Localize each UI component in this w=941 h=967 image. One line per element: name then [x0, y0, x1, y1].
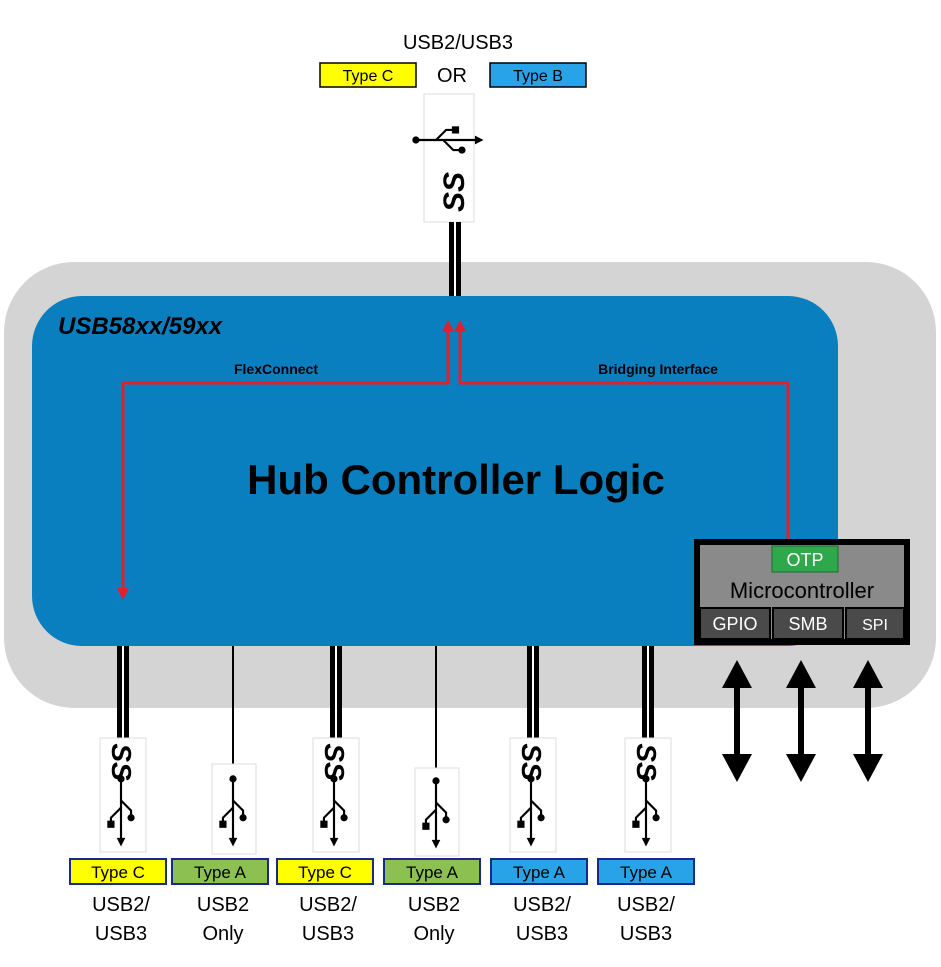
- port-type-badge: [490, 858, 588, 885]
- svg-text:SS: SS: [438, 172, 471, 212]
- downstream-port-5: SS Type A USB2/ USB3: [490, 646, 588, 945]
- downstream-port-1: SS Type C USB2/ USB3: [69, 646, 167, 945]
- port-speed-line1: USB2/: [92, 894, 150, 916]
- upstream-type-c-label: Type C: [343, 68, 394, 85]
- port-speed-line1: USB2: [197, 894, 249, 916]
- spi-arrow: [853, 660, 883, 782]
- hub-controller-logic-label: Hub Controller Logic: [247, 456, 665, 503]
- flexconnect-label: FlexConnect: [234, 361, 318, 377]
- bridging-path: [454, 320, 790, 540]
- port-speed-line1: USB2: [408, 894, 460, 916]
- port-speed-line2: USB3: [516, 923, 568, 945]
- port-speed-line1: USB2/: [513, 894, 571, 916]
- port-type-label: Type A: [406, 863, 459, 882]
- port-speed-line2: Only: [202, 923, 243, 945]
- upstream-or-label: OR: [437, 65, 467, 87]
- superspeed-icon: SS: [106, 743, 137, 781]
- otp-label: OTP: [786, 550, 823, 570]
- flexconnect-path: [117, 320, 454, 600]
- port-type-badge: [171, 858, 269, 885]
- superspeed-icon: SS: [319, 743, 350, 781]
- port-speed-line1: USB2/: [617, 894, 675, 916]
- smb-label: SMB: [788, 614, 827, 634]
- port-type-badge: [383, 858, 481, 885]
- port-speed-line2: USB3: [95, 923, 147, 945]
- smb-arrow: [786, 660, 816, 782]
- downstream-port-3: SS Type C USB2/ USB3: [276, 646, 374, 945]
- microcontroller-block: OTP Microcontroller GPIO SMB SPI: [694, 539, 910, 645]
- port-type-label: Type A: [513, 863, 566, 882]
- upstream-type-c-badge: [319, 62, 417, 88]
- upstream-type-b-badge: [489, 62, 587, 88]
- port-speed-line2: USB3: [302, 923, 354, 945]
- port-speed-line2: Only: [413, 923, 454, 945]
- gpio-port: [699, 607, 771, 640]
- bridging-interface-label: Bridging Interface: [598, 361, 718, 377]
- port-type-badge: [276, 858, 374, 885]
- superspeed-icon: SS: [516, 743, 547, 781]
- gpio-label: GPIO: [712, 614, 757, 634]
- port-type-label: Type A: [194, 863, 247, 882]
- spi-label: SPI: [862, 617, 888, 634]
- port-speed-line2: USB3: [620, 923, 672, 945]
- chip-part-name: USB58xx/59xx: [58, 313, 224, 340]
- otp-block: [771, 545, 839, 573]
- downstream-port-2: Type A USB2 Only: [171, 646, 269, 945]
- port-type-label: Type C: [91, 863, 145, 882]
- port-type-badge: [69, 858, 167, 885]
- port-speed-line1: USB2/: [299, 894, 357, 916]
- upstream-superspeed-icon: SS: [411, 93, 485, 223]
- superspeed-icon: SS: [631, 743, 662, 781]
- gpio-arrow: [722, 660, 752, 782]
- microcontroller-label: Microcontroller: [730, 578, 874, 603]
- downstream-port-4: Type A USB2 Only: [383, 646, 481, 945]
- port-type-label: Type C: [298, 863, 352, 882]
- spi-port: [845, 607, 905, 640]
- port-type-badge: [597, 858, 695, 885]
- downstream-port-6: SS Type A USB2/ USB3: [597, 646, 695, 945]
- upstream-speed-label: USB2/USB3: [403, 32, 513, 54]
- upstream-type-b-label: Type B: [513, 68, 563, 85]
- port-type-label: Type A: [620, 863, 673, 882]
- smb-port: [772, 607, 844, 640]
